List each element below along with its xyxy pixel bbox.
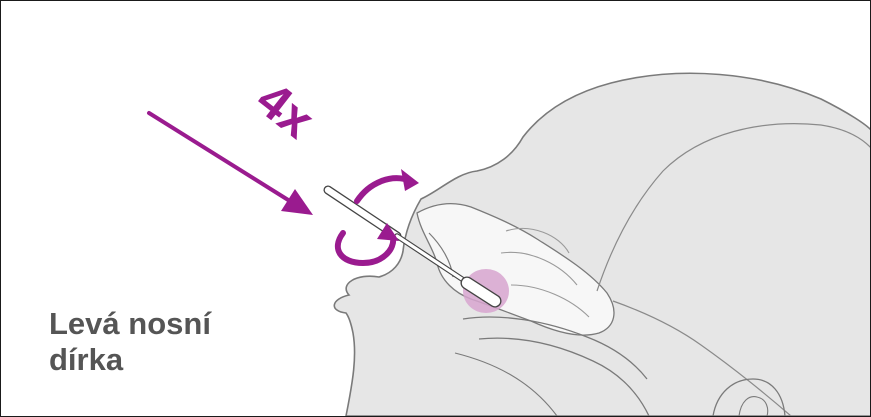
nostril-label: Levá nosní dírka [49, 306, 211, 378]
nostril-label-line2: dírka [49, 342, 211, 378]
nostril-label-line1: Levá nosní [49, 306, 211, 342]
